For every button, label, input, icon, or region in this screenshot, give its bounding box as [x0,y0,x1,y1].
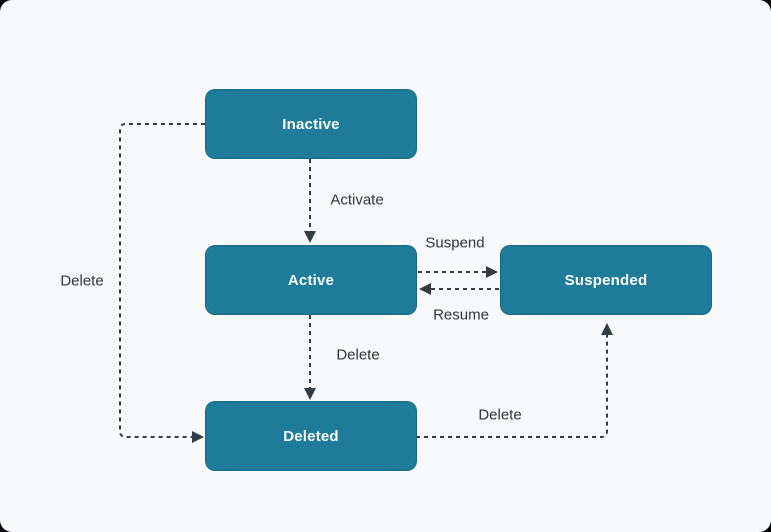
arrowhead-down-into-deleted [304,388,316,400]
transition-label-delete-deleted: Delete [478,406,522,424]
arrowhead-up-into-suspended [601,323,613,335]
state-label-suspended: Suspended [564,271,648,289]
state-node-active: Active [205,245,417,315]
arrowhead-left-into-active [419,283,431,295]
state-label-deleted: Deleted [283,427,339,445]
state-node-inactive: Inactive [205,89,417,159]
edge-inactive-to-deleted [119,123,205,438]
arrowhead-down-into-active [304,231,316,243]
arrowhead-right-into-suspended [486,266,498,278]
transition-label-suspend: Suspend [425,234,485,252]
state-label-inactive: Inactive [282,115,340,133]
transition-label-delete-active: Delete [336,346,380,364]
transition-label-resume: Resume [433,306,489,324]
transition-label-activate: Activate [330,191,384,209]
state-node-suspended: Suspended [500,245,712,315]
state-node-deleted: Deleted [205,401,417,471]
arrowhead-right-into-deleted [192,431,204,443]
state-label-active: Active [287,271,335,289]
transition-label-delete-inactive: Delete [60,272,104,290]
